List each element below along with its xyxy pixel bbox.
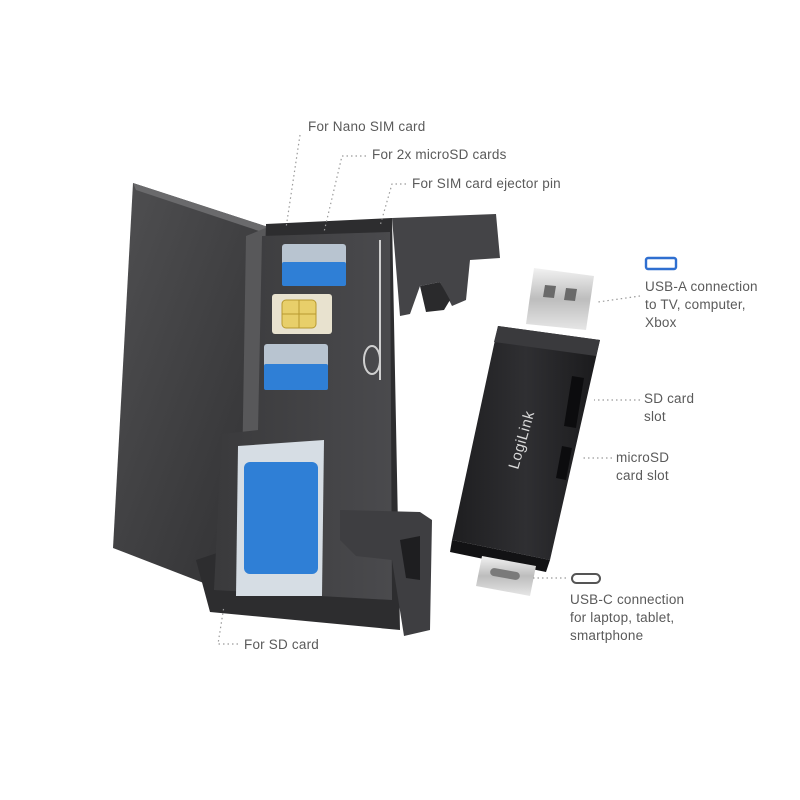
label-nano-sim: For Nano SIM card	[308, 119, 426, 134]
label-usb-c-line-1: USB-C connection	[570, 592, 685, 607]
usb-a-icon	[644, 256, 678, 271]
microsd-card-top	[282, 244, 346, 286]
label-ejector-pin: For SIM card ejector pin	[412, 176, 561, 191]
label-usb-a-line-3: Xbox	[645, 315, 677, 330]
leader-lines	[217, 134, 641, 645]
label-sd-slot: SD card slot	[644, 390, 694, 426]
nano-sim-card	[272, 294, 332, 334]
label-sd-slot-line-2: slot	[644, 409, 666, 424]
sim-ejector-pin	[363, 240, 381, 380]
label-usb-c-line-3: smartphone	[570, 628, 644, 643]
label-usb-c-line-2: for laptop, tablet,	[570, 610, 675, 625]
reader-cradle	[340, 214, 500, 636]
label-microsd-slot-line-1: microSD	[616, 450, 670, 465]
label-microsd-slot: microSD card slot	[616, 449, 669, 485]
microsd-card-bottom	[264, 344, 328, 390]
label-usb-a-line-1: USB-A connection	[645, 279, 758, 294]
label-usb-a: USB-A connection to TV, computer, Xbox	[645, 278, 758, 332]
card-reader: LogiLink	[450, 268, 600, 596]
label-usb-c: USB-C connection for laptop, tablet, sma…	[570, 591, 684, 645]
label-microsd-slot-line-2: card slot	[616, 468, 669, 483]
label-microsd-cards: For 2x microSD cards	[372, 147, 507, 162]
usb-c-icon	[571, 573, 601, 584]
label-sd-slot-line-1: SD card	[644, 391, 695, 406]
sd-card	[236, 440, 324, 596]
label-sd-card: For SD card	[244, 637, 319, 652]
label-usb-a-line-2: to TV, computer,	[645, 297, 746, 312]
